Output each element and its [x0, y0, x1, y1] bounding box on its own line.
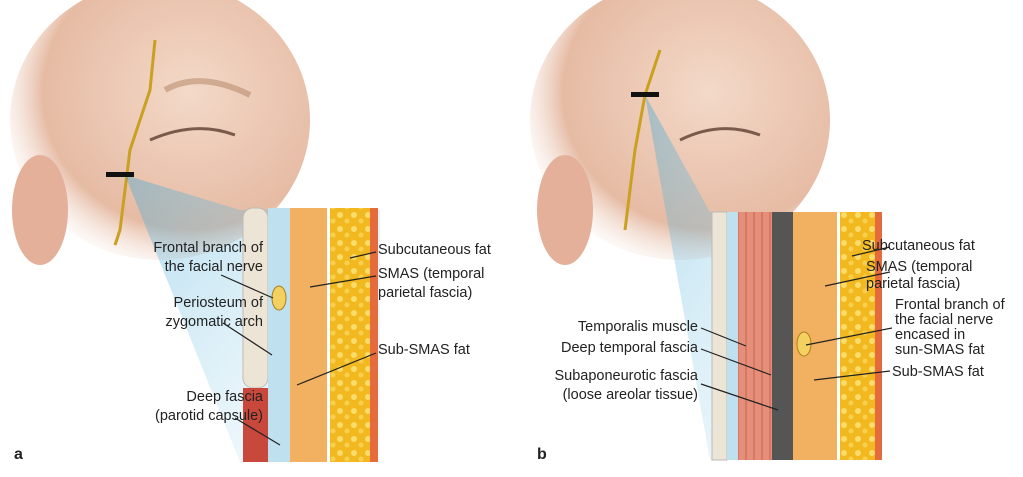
label-line: Periosteum of: [173, 295, 263, 311]
label-periosteum-a: Periosteum of zygomatic arch: [165, 294, 263, 332]
label-subcutaneous-fat-b: Subcutaneous fat: [862, 238, 975, 254]
label-subcutaneous-fat-a: Subcutaneous fat: [378, 242, 491, 258]
cross-section-a: [242, 207, 378, 462]
label-line: the facial nerve: [895, 312, 994, 328]
label-frontal-branch-a: Frontal branch of the facial nerve: [153, 239, 263, 277]
label-subaponeurotic-fascia-b: Subaponeurotic fascia (loose areolar tiss…: [555, 367, 699, 405]
label-line: zygomatic arch: [165, 314, 263, 330]
label-line: parietal fascia): [378, 285, 473, 301]
label-temporalis-muscle-b: Temporalis muscle: [577, 319, 698, 335]
panel-letter-a: a: [14, 446, 23, 463]
label-line: SMAS (temporal: [866, 259, 973, 275]
panel-letter-b: b: [537, 446, 547, 463]
label-line: (loose areolar tissue): [562, 387, 698, 403]
label-smas-a: SMAS (temporal parietal fascia): [378, 265, 484, 303]
label-line: (parotid capsule): [155, 408, 263, 424]
label-line: Deep fascia: [186, 389, 263, 405]
label-line: Subaponeurotic fascia: [554, 368, 699, 384]
cross-section-b: [711, 211, 882, 461]
label-line: Frontal branch of: [895, 297, 1005, 313]
leader-lines-a: [220, 251, 377, 446]
label-line: SMAS (temporal: [378, 266, 485, 282]
label-deep-fascia-a: Deep fascia (parotid capsule): [155, 388, 263, 426]
leader-lines-b: [700, 246, 893, 411]
label-deep-temporal-fascia-b: Deep temporal fascia: [560, 340, 698, 356]
label-sub-smas-fat-b: Sub-SMAS fat: [892, 364, 984, 380]
label-line: parietal fascia): [866, 276, 961, 292]
label-line: Frontal branch of: [153, 240, 263, 256]
label-sub-smas-fat-a: Sub-SMAS fat: [378, 342, 470, 358]
label-line: the facial nerve: [164, 259, 263, 275]
label-line: sun-SMAS fat: [895, 342, 985, 358]
label-line: encased in: [895, 327, 966, 343]
